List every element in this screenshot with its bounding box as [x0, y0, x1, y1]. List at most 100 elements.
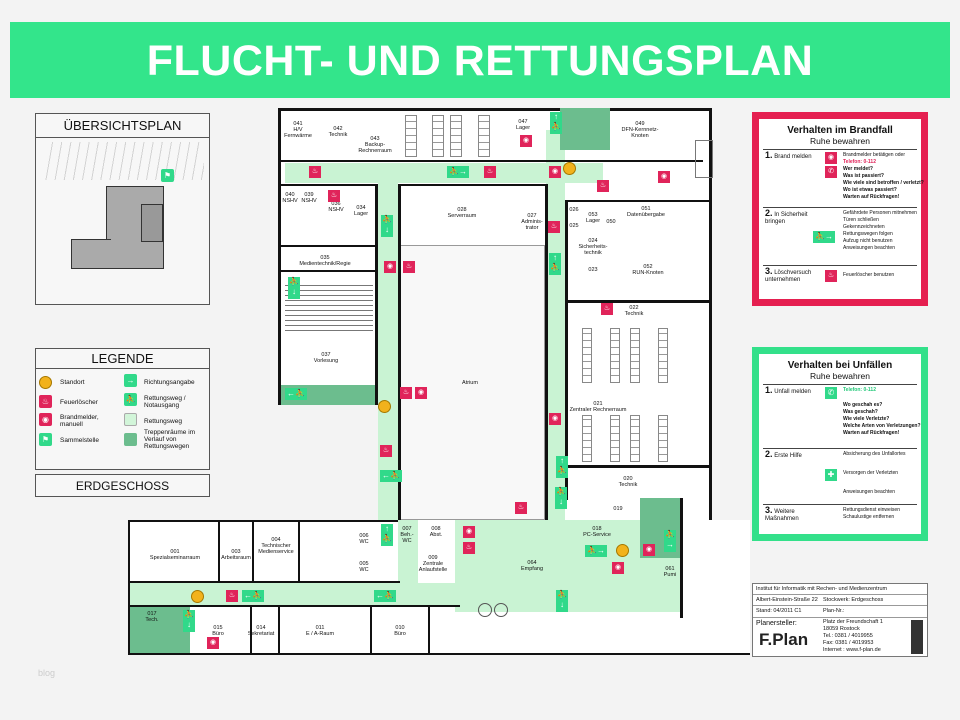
fire-alarm-icon: ◉ — [549, 166, 561, 178]
wall — [278, 607, 280, 653]
wall — [398, 184, 401, 520]
instruction: Warten auf Rückfragen! — [843, 194, 900, 200]
accident-instructions-panel: Verhalten bei Unfällen Ruhe bewahren 1. … — [752, 347, 928, 541]
first-aid-icon: ✚ — [825, 469, 837, 481]
wall — [278, 108, 281, 405]
instruction: Welche Arten von Verletzungen? — [843, 423, 921, 429]
fire-extinguisher-icon: ♨ — [226, 590, 238, 602]
wall — [218, 520, 220, 581]
stairwell — [560, 108, 610, 150]
fire-alarm-icon: ◉ — [549, 413, 561, 425]
contact-line: 18059 Rostock — [823, 626, 860, 632]
emergency-exit-sign: ⛹↓ — [183, 610, 195, 632]
wall — [130, 605, 460, 607]
wall — [398, 184, 546, 186]
room-041: 041 H/V Fernwärme — [284, 121, 312, 139]
phone-icon: ✆ — [825, 387, 837, 399]
room-026: 026 — [569, 207, 579, 213]
standort-marker — [563, 162, 576, 175]
server-rack — [630, 328, 640, 383]
instruction: Gefährdete Personen mitnehmen — [843, 210, 917, 216]
instruction: Türen schließen — [843, 217, 879, 223]
emergency-exit-sign: ↑⛹ — [381, 524, 393, 546]
emergency-exit-sign: ⛹→ — [447, 166, 469, 178]
emergency-exit-sign: ←⛹ — [374, 590, 396, 602]
step-label: In Sicherheit bringen — [765, 212, 808, 225]
room-008: 008 Abst. — [429, 526, 443, 538]
fire-extinguisher-icon: ♨ — [328, 190, 340, 202]
emergency-exit-sign: ←⛹ — [285, 388, 307, 400]
room-050: 050 — [606, 219, 616, 225]
wall — [298, 520, 300, 581]
overview-heading: ÜBERSICHTSPLAN — [36, 114, 209, 138]
room-034: 034 Lager — [353, 205, 369, 217]
creator-label: Planersteller: — [756, 620, 797, 627]
emergency-exit-sign: ↑⛹ — [550, 112, 562, 134]
instruction: Feuerlöscher benutzen — [843, 272, 895, 278]
panel-subheading: Ruhe bewahren — [763, 371, 917, 385]
emergency-exit-sign: ↑⛹ — [556, 456, 568, 478]
legend-label: Rettungsweg / Notausgang — [144, 395, 186, 409]
emergency-exit-icon: ⛹→ — [813, 231, 835, 243]
server-rack — [450, 115, 462, 157]
fire-extinguisher-icon: ♨ — [403, 261, 415, 273]
emergency-exit-sign: ⛹↓ — [288, 277, 300, 299]
escape-route — [285, 163, 603, 183]
instruction: Wo geschah es? — [843, 402, 883, 408]
room-021: 021 Zentraler Rechnerraum — [569, 401, 627, 413]
emergency-exit-sign: ←⛹ — [380, 470, 402, 482]
emergency-exit-sign: ←⛹ — [242, 590, 264, 602]
wall — [278, 184, 378, 186]
legend-heading: LEGENDE — [36, 349, 209, 369]
room-042: 042 Technik — [328, 126, 348, 138]
escape-route — [130, 583, 460, 605]
legend-label: Brandmelder, manuell — [60, 414, 99, 428]
wall — [709, 108, 712, 520]
legend-label: Sammelstelle — [60, 437, 100, 444]
wall — [428, 607, 430, 653]
escape-route — [398, 520, 418, 583]
instruction: Wo ist etwas passiert? — [843, 187, 897, 193]
step-get-safe: 2. In Sicherheit bringen ⛹→ Gefährdete P… — [763, 208, 917, 266]
wall — [565, 200, 568, 500]
address: Albert-Einstein-Straße 22 — [756, 597, 818, 603]
room-009: 009 Zentrale Anlaufstelle — [418, 555, 448, 573]
panel-subheading: Ruhe bewahren — [763, 136, 917, 150]
room-023: 023 — [588, 267, 598, 273]
emergency-phone: Telefon: 0-112 — [843, 159, 876, 165]
building-courtyard — [141, 204, 163, 242]
emergency-exit-sign: ⛹→ — [664, 530, 676, 552]
instruction: Was ist passiert? — [843, 173, 884, 179]
step-number: 1. — [765, 385, 773, 395]
assembly-point-icon: ⚑ — [161, 169, 174, 182]
plan-number: Plan-Nr.: — [823, 608, 845, 614]
room-007: 007 Beh.- WC — [400, 526, 414, 544]
contact-line: Platz der Freundschaft 1 — [823, 619, 883, 625]
certification-icon — [911, 620, 923, 654]
contact-line: Fax: 0381 / 4019953 — [823, 640, 874, 646]
wall — [128, 520, 130, 655]
wall — [610, 108, 712, 111]
emergency-exit-sign: ⛹↓ — [381, 215, 393, 237]
fire-extinguisher-icon: ♨ — [597, 180, 609, 192]
legend-label: Feuerlöscher — [60, 399, 98, 406]
room-037: 037 Vorlesung — [313, 352, 339, 364]
overview-map: ÜBERSICHTSPLAN ⚑ — [35, 113, 210, 305]
room-064: 064 Empfang — [520, 560, 544, 572]
fire-alarm-icon: ◉ — [39, 413, 52, 426]
wall — [128, 653, 750, 655]
wall — [250, 607, 252, 653]
parking-lots — [44, 142, 204, 180]
instruction: Schaulustige entfernen — [843, 514, 895, 520]
fire-alarm-icon: ◉ — [415, 387, 427, 399]
server-rack — [478, 115, 490, 157]
instruction: Rettungsdienst einweisen — [843, 507, 900, 513]
standort-marker — [616, 544, 629, 557]
stairwell — [130, 605, 190, 655]
legend: LEGENDE Standort ♨ Feuerlöscher ◉ Brandm… — [35, 348, 210, 470]
institute-name: Institut für Informatik mit Rechen- und … — [756, 586, 888, 592]
fire-extinguisher-icon: ♨ — [39, 395, 52, 408]
step-label: Brand melden — [774, 154, 812, 160]
step-further-measures: 3. Weitere Maßnahmen Rettungsdienst einw… — [763, 505, 917, 527]
